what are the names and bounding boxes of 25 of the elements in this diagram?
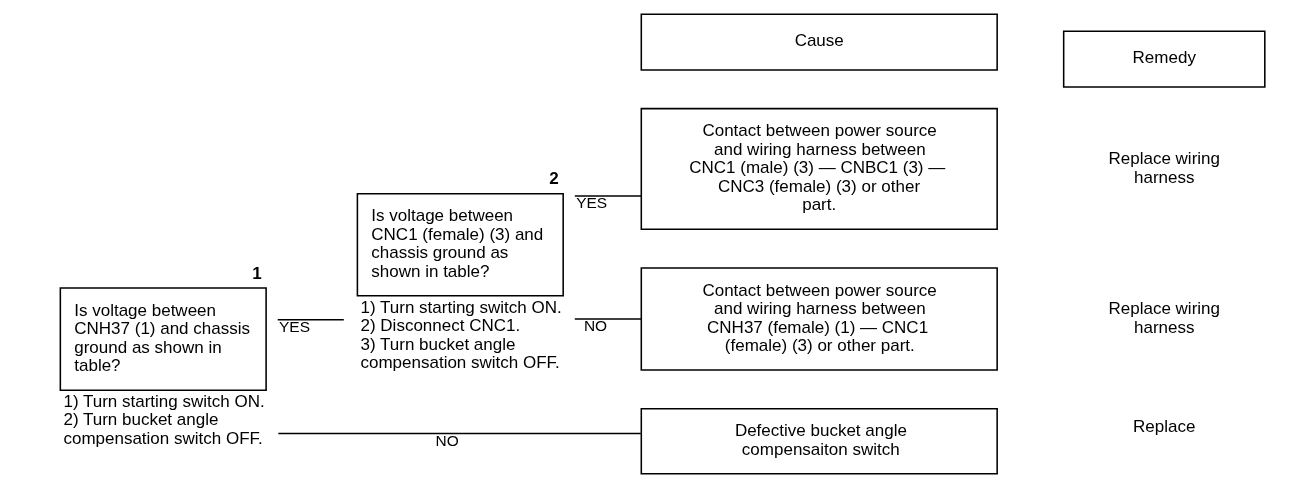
node-box: Is voltage between CNC1 (female) (3) and chassis ground as shown in table? [356,192,564,297]
connector [573,195,642,197]
node-label: 2 [548,169,559,189]
node-label: 1) Turn starting switch ON. [62,391,265,411]
node-label: 2) Turn bucket angle compensation switch OFF. [62,410,263,449]
edge-label: NO [583,317,607,335]
node-box: Contact between power source and wiring harness between CNH37 (female) (1) — CNC1 (female) (3) or other part. [640,267,998,371]
node-box: Contact between power source and wiring harness between CNC1 (male) (3) — CNBC1 (3) — CNC3 (female) (3) or other part. [640,107,998,231]
connector [573,318,642,320]
label: Cause [794,31,844,51]
node-label: 1 [251,263,262,283]
label: Remedy [1132,48,1196,68]
label: Replace [1132,416,1195,436]
label: Replace wiring harness [1108,299,1220,337]
node-box: Defective bucket angle compensaiton switch [640,408,998,475]
node-label: 1) Turn starting switch ON. [359,297,562,317]
node-label: 3) Turn bucket angle compensation switch OFF. [359,334,560,373]
edge-label: YES [575,194,607,212]
connector [277,432,642,435]
edge-label: YES [278,318,310,336]
node-box: Is voltage between CNH37 (1) and chassis ground as shown in table? [59,287,267,391]
connector [276,319,345,321]
edge-label: NO [435,431,459,449]
node-label: 2) Disconnect CNC1. [359,316,520,336]
label: Replace wiring harness [1108,149,1220,187]
